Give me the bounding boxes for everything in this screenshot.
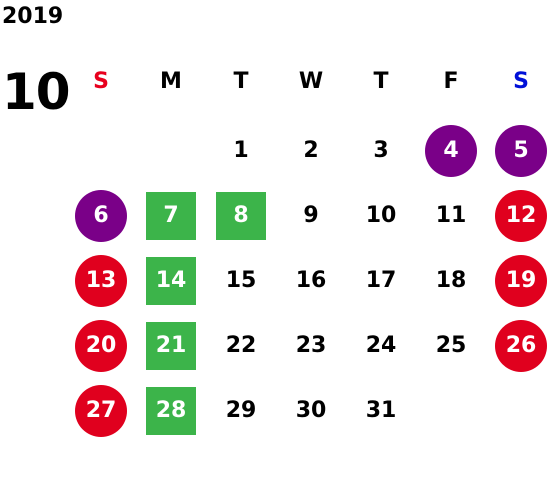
calendar-day-cell bbox=[486, 378, 548, 443]
weekday-monday: M bbox=[160, 69, 182, 94]
day-number: 21 bbox=[146, 321, 196, 370]
day-number: 31 bbox=[365, 398, 397, 423]
day-number: 2 bbox=[303, 138, 319, 163]
calendar-day-cell[interactable]: 29 bbox=[206, 378, 276, 443]
day-number: 20 bbox=[75, 319, 127, 372]
calendar-day-cell[interactable]: 30 bbox=[276, 378, 346, 443]
day-number: 8 bbox=[216, 191, 266, 240]
calendar-day-cell[interactable]: 19 bbox=[486, 248, 548, 313]
day-number: 16 bbox=[295, 268, 327, 293]
day-number: 7 bbox=[146, 191, 196, 240]
day-number: 3 bbox=[373, 138, 389, 163]
day-number: 11 bbox=[435, 203, 467, 228]
calendar-day-cell[interactable]: 14 bbox=[136, 248, 206, 313]
day-number: 22 bbox=[225, 333, 257, 358]
calendar-day-cell[interactable]: 28 bbox=[136, 378, 206, 443]
month-number: 10 bbox=[2, 63, 71, 121]
calendar-day-cell[interactable]: 17 bbox=[346, 248, 416, 313]
calendar-day-cell[interactable]: 16 bbox=[276, 248, 346, 313]
weekday-tuesday: T bbox=[233, 69, 249, 94]
calendar-day-cell[interactable]: 4 bbox=[416, 118, 486, 183]
day-number: 1 bbox=[233, 138, 249, 163]
day-number: 27 bbox=[75, 384, 127, 437]
day-number: 9 bbox=[303, 203, 319, 228]
calendar-day-cell[interactable]: 11 bbox=[416, 183, 486, 248]
calendar-day-cell[interactable]: 24 bbox=[346, 313, 416, 378]
day-number: 17 bbox=[365, 268, 397, 293]
calendar-day-cell[interactable]: 1 bbox=[206, 118, 276, 183]
calendar-day-cell[interactable]: 25 bbox=[416, 313, 486, 378]
calendar-day-cell bbox=[66, 118, 136, 183]
calendar-day-cell[interactable]: 31 bbox=[346, 378, 416, 443]
calendar-day-cell[interactable]: 21 bbox=[136, 313, 206, 378]
calendar-day-cell[interactable]: 9 bbox=[276, 183, 346, 248]
day-number: 19 bbox=[495, 254, 547, 307]
year-label: 2019 bbox=[2, 4, 64, 29]
day-number: 24 bbox=[365, 333, 397, 358]
calendar-day-cell[interactable]: 2 bbox=[276, 118, 346, 183]
day-number: 28 bbox=[146, 386, 196, 435]
calendar-day-cell bbox=[136, 118, 206, 183]
calendar-day-cell[interactable]: 10 bbox=[346, 183, 416, 248]
calendar-day-cell[interactable]: 6 bbox=[66, 183, 136, 248]
day-number: 14 bbox=[146, 256, 196, 305]
day-number: 25 bbox=[435, 333, 467, 358]
calendar-day-cell[interactable]: 8 bbox=[206, 183, 276, 248]
calendar-day-cell[interactable]: 12 bbox=[486, 183, 548, 248]
day-number: 12 bbox=[495, 189, 547, 242]
calendar-day-cell[interactable]: 7 bbox=[136, 183, 206, 248]
day-number: 10 bbox=[365, 203, 397, 228]
calendar-day-cell bbox=[416, 378, 486, 443]
weekday-saturday: S bbox=[513, 69, 529, 94]
calendar-day-cell[interactable]: 15 bbox=[206, 248, 276, 313]
calendar-day-cell[interactable]: 20 bbox=[66, 313, 136, 378]
day-number: 30 bbox=[295, 398, 327, 423]
day-number: 23 bbox=[295, 333, 327, 358]
calendar-day-cell[interactable]: 26 bbox=[486, 313, 548, 378]
calendar-day-cell[interactable]: 27 bbox=[66, 378, 136, 443]
day-number: 15 bbox=[225, 268, 257, 293]
calendar-day-cell[interactable]: 23 bbox=[276, 313, 346, 378]
weekday-friday: F bbox=[443, 69, 459, 94]
calendar-day-cell[interactable]: 3 bbox=[346, 118, 416, 183]
weekday-sunday: S bbox=[93, 69, 109, 94]
weekday-header: S M T W T F S bbox=[66, 64, 548, 100]
calendar-day-cell[interactable]: 18 bbox=[416, 248, 486, 313]
weekday-thursday: T bbox=[373, 69, 389, 94]
day-number: 13 bbox=[75, 254, 127, 307]
weekday-wednesday: W bbox=[298, 69, 324, 94]
day-number: 29 bbox=[225, 398, 257, 423]
day-number: 26 bbox=[495, 319, 547, 372]
day-number: 6 bbox=[75, 189, 127, 242]
day-number: 18 bbox=[435, 268, 467, 293]
day-number: 4 bbox=[425, 124, 477, 177]
day-number: 5 bbox=[495, 124, 547, 177]
calendar-day-cell[interactable]: 22 bbox=[206, 313, 276, 378]
calendar-day-cell[interactable]: 13 bbox=[66, 248, 136, 313]
calendar-day-cell[interactable]: 5 bbox=[486, 118, 548, 183]
